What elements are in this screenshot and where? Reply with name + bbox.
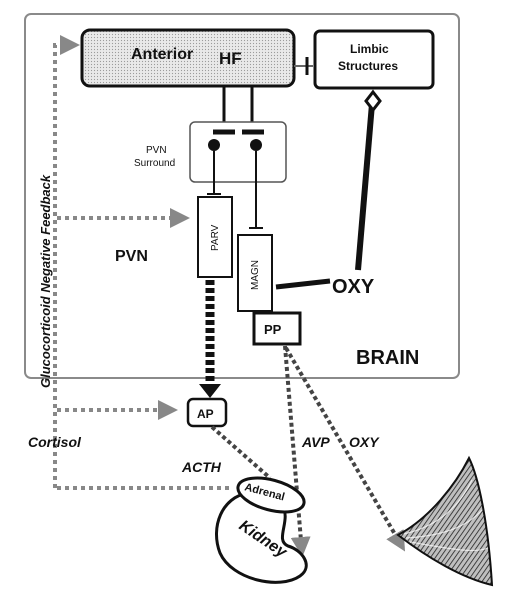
pp-to-uterus-pathway xyxy=(284,346,406,552)
pvn-surround-line2: Surround xyxy=(134,158,175,169)
parv-box xyxy=(197,196,233,278)
magn-box xyxy=(237,234,273,312)
limbic-structures-box xyxy=(313,29,435,90)
ap-label: AP xyxy=(197,407,214,421)
limbic-line1: Limbic xyxy=(350,42,389,56)
muscle-fiber-lines xyxy=(403,479,489,552)
surround-neuron-right xyxy=(250,139,262,151)
surround-neuron-left xyxy=(208,139,220,151)
pp-label: PP xyxy=(264,322,282,337)
feedback-label: Glucocorticoid Negative Feedback xyxy=(38,174,53,388)
limbic-receptor-diamond xyxy=(364,89,382,113)
parv-label: PARV xyxy=(210,224,221,251)
anterior-hf-abbrev: HF xyxy=(219,49,242,68)
pvn-label: PVN xyxy=(115,248,148,265)
oxy-brain-label: OXY xyxy=(332,276,375,298)
anterior-hf-box xyxy=(80,28,296,88)
pvn-surround-box xyxy=(189,121,287,183)
ap-box xyxy=(186,397,228,428)
brain-region xyxy=(24,13,460,379)
parv-to-ap-arrowhead xyxy=(199,384,221,398)
ap-to-adrenal-pathway xyxy=(210,425,272,480)
avp-label: AVP xyxy=(301,434,330,450)
adrenal-shape xyxy=(236,476,306,514)
limbic-line2: Structures xyxy=(338,59,398,73)
brain-label: BRAIN xyxy=(356,347,419,369)
feedback-pathway xyxy=(53,35,80,488)
magn-oxy-link xyxy=(275,278,331,290)
cortisol-label: Cortisol xyxy=(28,434,82,450)
oxy-out-label: OXY xyxy=(349,434,380,450)
anterior-hf-label: Anterior xyxy=(131,46,193,63)
uterus-muscle-shape xyxy=(396,455,494,587)
magn-label: MAGN xyxy=(250,260,261,290)
acth-label: ACTH xyxy=(181,459,222,475)
pp-box xyxy=(252,311,302,346)
oxy-to-limbic-pathway xyxy=(355,103,375,271)
pvn-surround-line1: PVN xyxy=(146,145,167,156)
